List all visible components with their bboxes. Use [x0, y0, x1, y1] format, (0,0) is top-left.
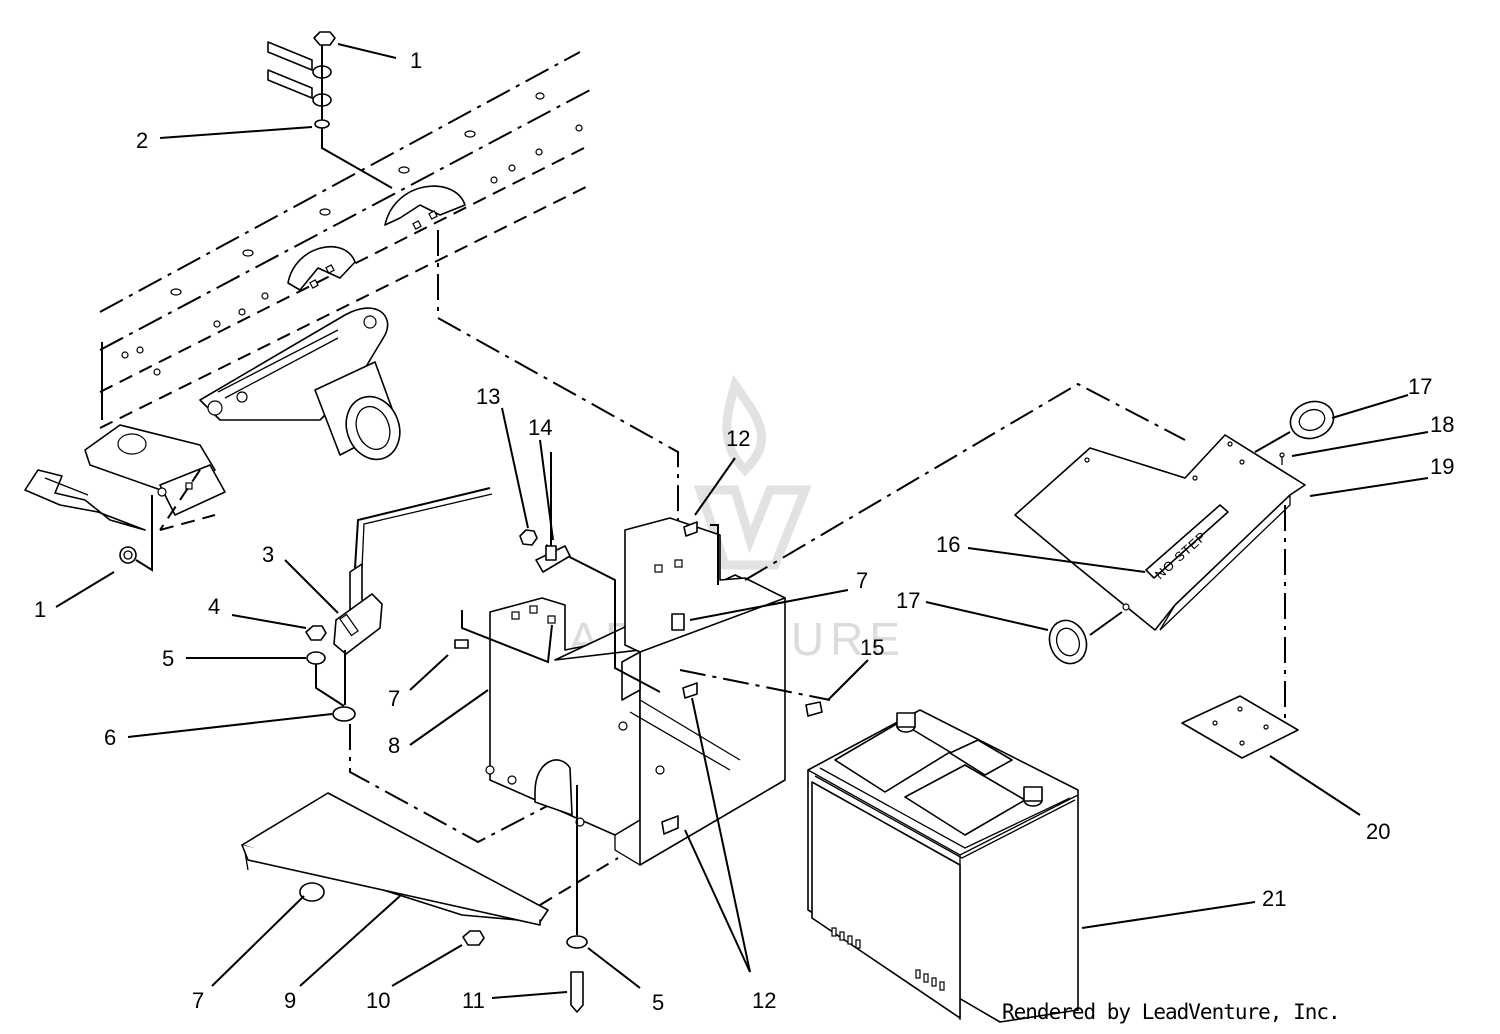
callout-4: 4 — [208, 594, 220, 619]
callout-12-top: 12 — [726, 426, 750, 451]
hardware-stack-lower — [462, 785, 588, 1013]
render-credit: Rendered by LeadVenture, Inc. — [1002, 1000, 1341, 1024]
callout-5-bottom: 5 — [652, 990, 664, 1015]
hold-down-rod — [333, 487, 493, 705]
callout-11: 11 — [462, 988, 485, 1013]
flame-logo-icon — [693, 485, 812, 570]
battery-cable-ends — [267, 31, 679, 548]
callout-7-center: 7 — [856, 568, 868, 593]
callout-7-bottom: 7 — [192, 988, 204, 1013]
callout-17-lower: 17 — [896, 588, 920, 613]
leader-lines — [55, 43, 1429, 999]
callout-17-upper: 17 — [1408, 374, 1432, 399]
callout-2: 2 — [136, 128, 148, 153]
callout-7-tray: 7 — [388, 686, 400, 711]
hardware-stack-left — [305, 625, 579, 844]
battery-tray — [461, 517, 831, 866]
callout-9: 9 — [284, 988, 296, 1013]
callout-1-top: 1 — [410, 48, 422, 73]
knobs — [1048, 400, 1335, 720]
flame-top-icon — [722, 374, 767, 477]
frame-rail — [99, 51, 591, 429]
battery-pad — [1181, 695, 1299, 759]
frame-bracket — [24, 307, 401, 531]
bolts — [454, 521, 823, 835]
battery-cover: NO STEP — [744, 382, 1306, 631]
callout-14: 14 — [528, 415, 552, 440]
callout-10: 10 — [366, 988, 390, 1013]
callout-1-lower: 1 — [34, 597, 46, 622]
battery — [807, 709, 1079, 1023]
callout-18: 18 — [1430, 412, 1454, 437]
callout-5-left: 5 — [162, 646, 174, 671]
callout-16: 16 — [936, 532, 960, 557]
hold-down-clamp — [519, 452, 571, 573]
side-cover-plate — [241, 792, 619, 926]
callout-labels: 1 2 1 3 4 5 6 7 8 13 14 12 7 15 16 17 17… — [34, 48, 1454, 1015]
callout-21: 21 — [1262, 886, 1286, 911]
callout-3: 3 — [262, 542, 274, 567]
callout-6: 6 — [104, 725, 116, 750]
callout-12-bottom: 12 — [752, 988, 776, 1013]
callout-13: 13 — [476, 384, 500, 409]
callout-19: 19 — [1430, 454, 1454, 479]
nut-lower-left — [119, 495, 153, 572]
callout-15: 15 — [860, 635, 884, 660]
callout-8: 8 — [388, 733, 400, 758]
callout-20: 20 — [1366, 819, 1390, 844]
